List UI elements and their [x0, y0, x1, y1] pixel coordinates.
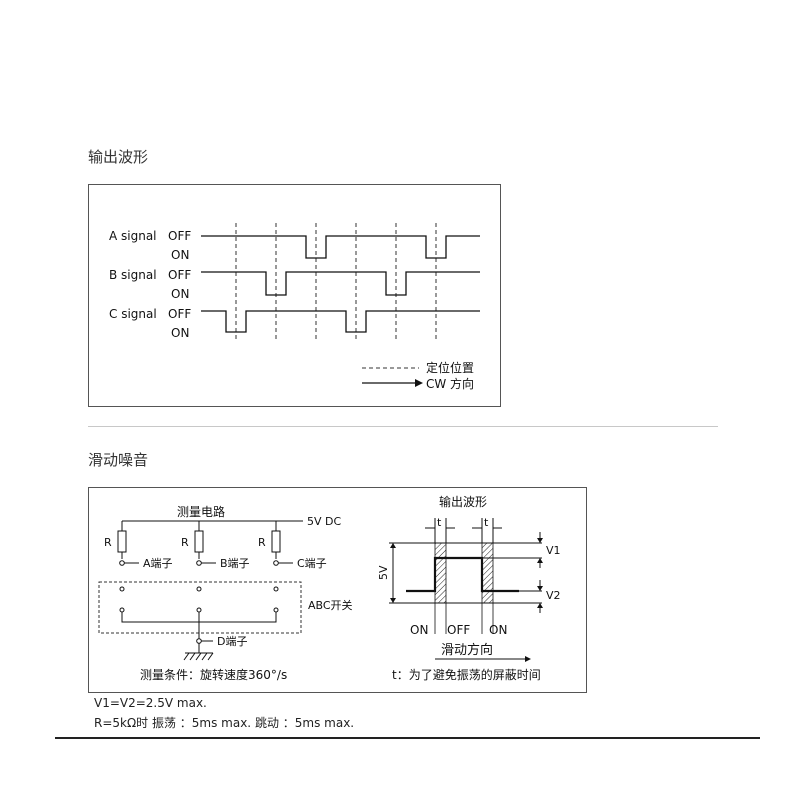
terminal-a-node: [119, 560, 125, 566]
switch-contact: [119, 607, 125, 613]
terminal-b-label: B端子: [220, 557, 250, 570]
signal-a-name: A signal: [109, 229, 157, 243]
state-on-left: ON: [410, 623, 428, 637]
switch-contact: [273, 586, 279, 592]
sliding-noise-diagram: 测量电路 5V DC R R R A端子 B端子: [98, 494, 561, 682]
signal-c-off: OFF: [168, 307, 191, 321]
signal-b-waveform: [201, 271, 480, 296]
sliding-direction-label: 滑动方向: [441, 642, 493, 658]
terminal-d-label: D端子: [217, 635, 247, 648]
v1-label: V1: [546, 544, 561, 557]
switch-contact: [119, 586, 125, 592]
resistor-b-label: R: [181, 536, 189, 549]
v-axis-label: 5V: [377, 565, 390, 580]
resistor-c-label: R: [258, 536, 266, 549]
shield-zone-left: [434, 542, 447, 604]
signal-timing-panel: A signal OFF ON B signal OFF ON C signal…: [88, 184, 501, 407]
terminal-c-label: C端子: [297, 557, 327, 570]
legend-arrow-head: [415, 379, 423, 387]
section-divider: [88, 426, 718, 427]
measurement-condition: 测量条件：旋转速度360°/s: [140, 667, 287, 682]
resistor-a-label: R: [104, 536, 112, 549]
resistor-c: [271, 530, 281, 553]
section-title-output-waveform: 输出波形: [88, 148, 149, 166]
waveform-title: 输出波形: [439, 494, 487, 509]
signal-c-on: ON: [171, 326, 189, 340]
sliding-noise-waveform: [406, 556, 519, 593]
legend-position-label: 定位位置: [426, 360, 474, 375]
t-label-left: t: [437, 516, 442, 529]
supply-label: 5V DC: [307, 515, 341, 528]
signal-a-waveform: [201, 235, 480, 259]
signal-a-on: ON: [171, 248, 189, 262]
signal-b-name: B signal: [109, 268, 157, 282]
signal-b-on: ON: [171, 287, 189, 301]
sliding-noise-panel: 测量电路 5V DC R R R A端子 B端子: [88, 487, 587, 693]
position-lines: [235, 223, 437, 342]
signal-a-off: OFF: [168, 229, 191, 243]
bottom-rule: [55, 737, 760, 739]
note-resistance: R=5kΩ时 振荡 ：5ms max. 跳动 ：5ms max.: [94, 716, 355, 730]
switch-contact: [196, 607, 202, 613]
terminal-a-label: A端子: [143, 557, 173, 570]
state-on-right: ON: [489, 623, 507, 637]
circuit-title: 测量电路: [177, 504, 225, 519]
switch-contact: [196, 586, 202, 592]
terminal-d-node: [196, 638, 202, 644]
v2-label: V2: [546, 589, 561, 602]
abc-switch-label: ABC开关: [308, 598, 353, 612]
signal-timing-diagram: A signal OFF ON B signal OFF ON C signal…: [109, 223, 480, 391]
signal-c-waveform: [201, 310, 480, 333]
note-voltage: V1=V2=2.5V max.: [94, 696, 207, 710]
signal-c-name: C signal: [109, 307, 157, 321]
shield-time-caption: t：为了避免振荡的屏蔽时间: [392, 667, 541, 682]
abc-switch-box: [98, 581, 302, 634]
resistor-a: [117, 530, 127, 553]
ground-symbol: [183, 652, 214, 661]
legend-direction-label: CW 方向: [426, 376, 474, 391]
resistor-b: [194, 530, 204, 553]
shield-zone-right: [481, 542, 494, 604]
switch-contact: [273, 607, 279, 613]
t-label-right: t: [484, 516, 489, 529]
signal-b-off: OFF: [168, 268, 191, 282]
terminal-b-node: [196, 560, 202, 566]
state-off: OFF: [447, 623, 470, 637]
section-title-sliding-noise: 滑动噪音: [88, 451, 149, 469]
terminal-c-node: [273, 560, 279, 566]
